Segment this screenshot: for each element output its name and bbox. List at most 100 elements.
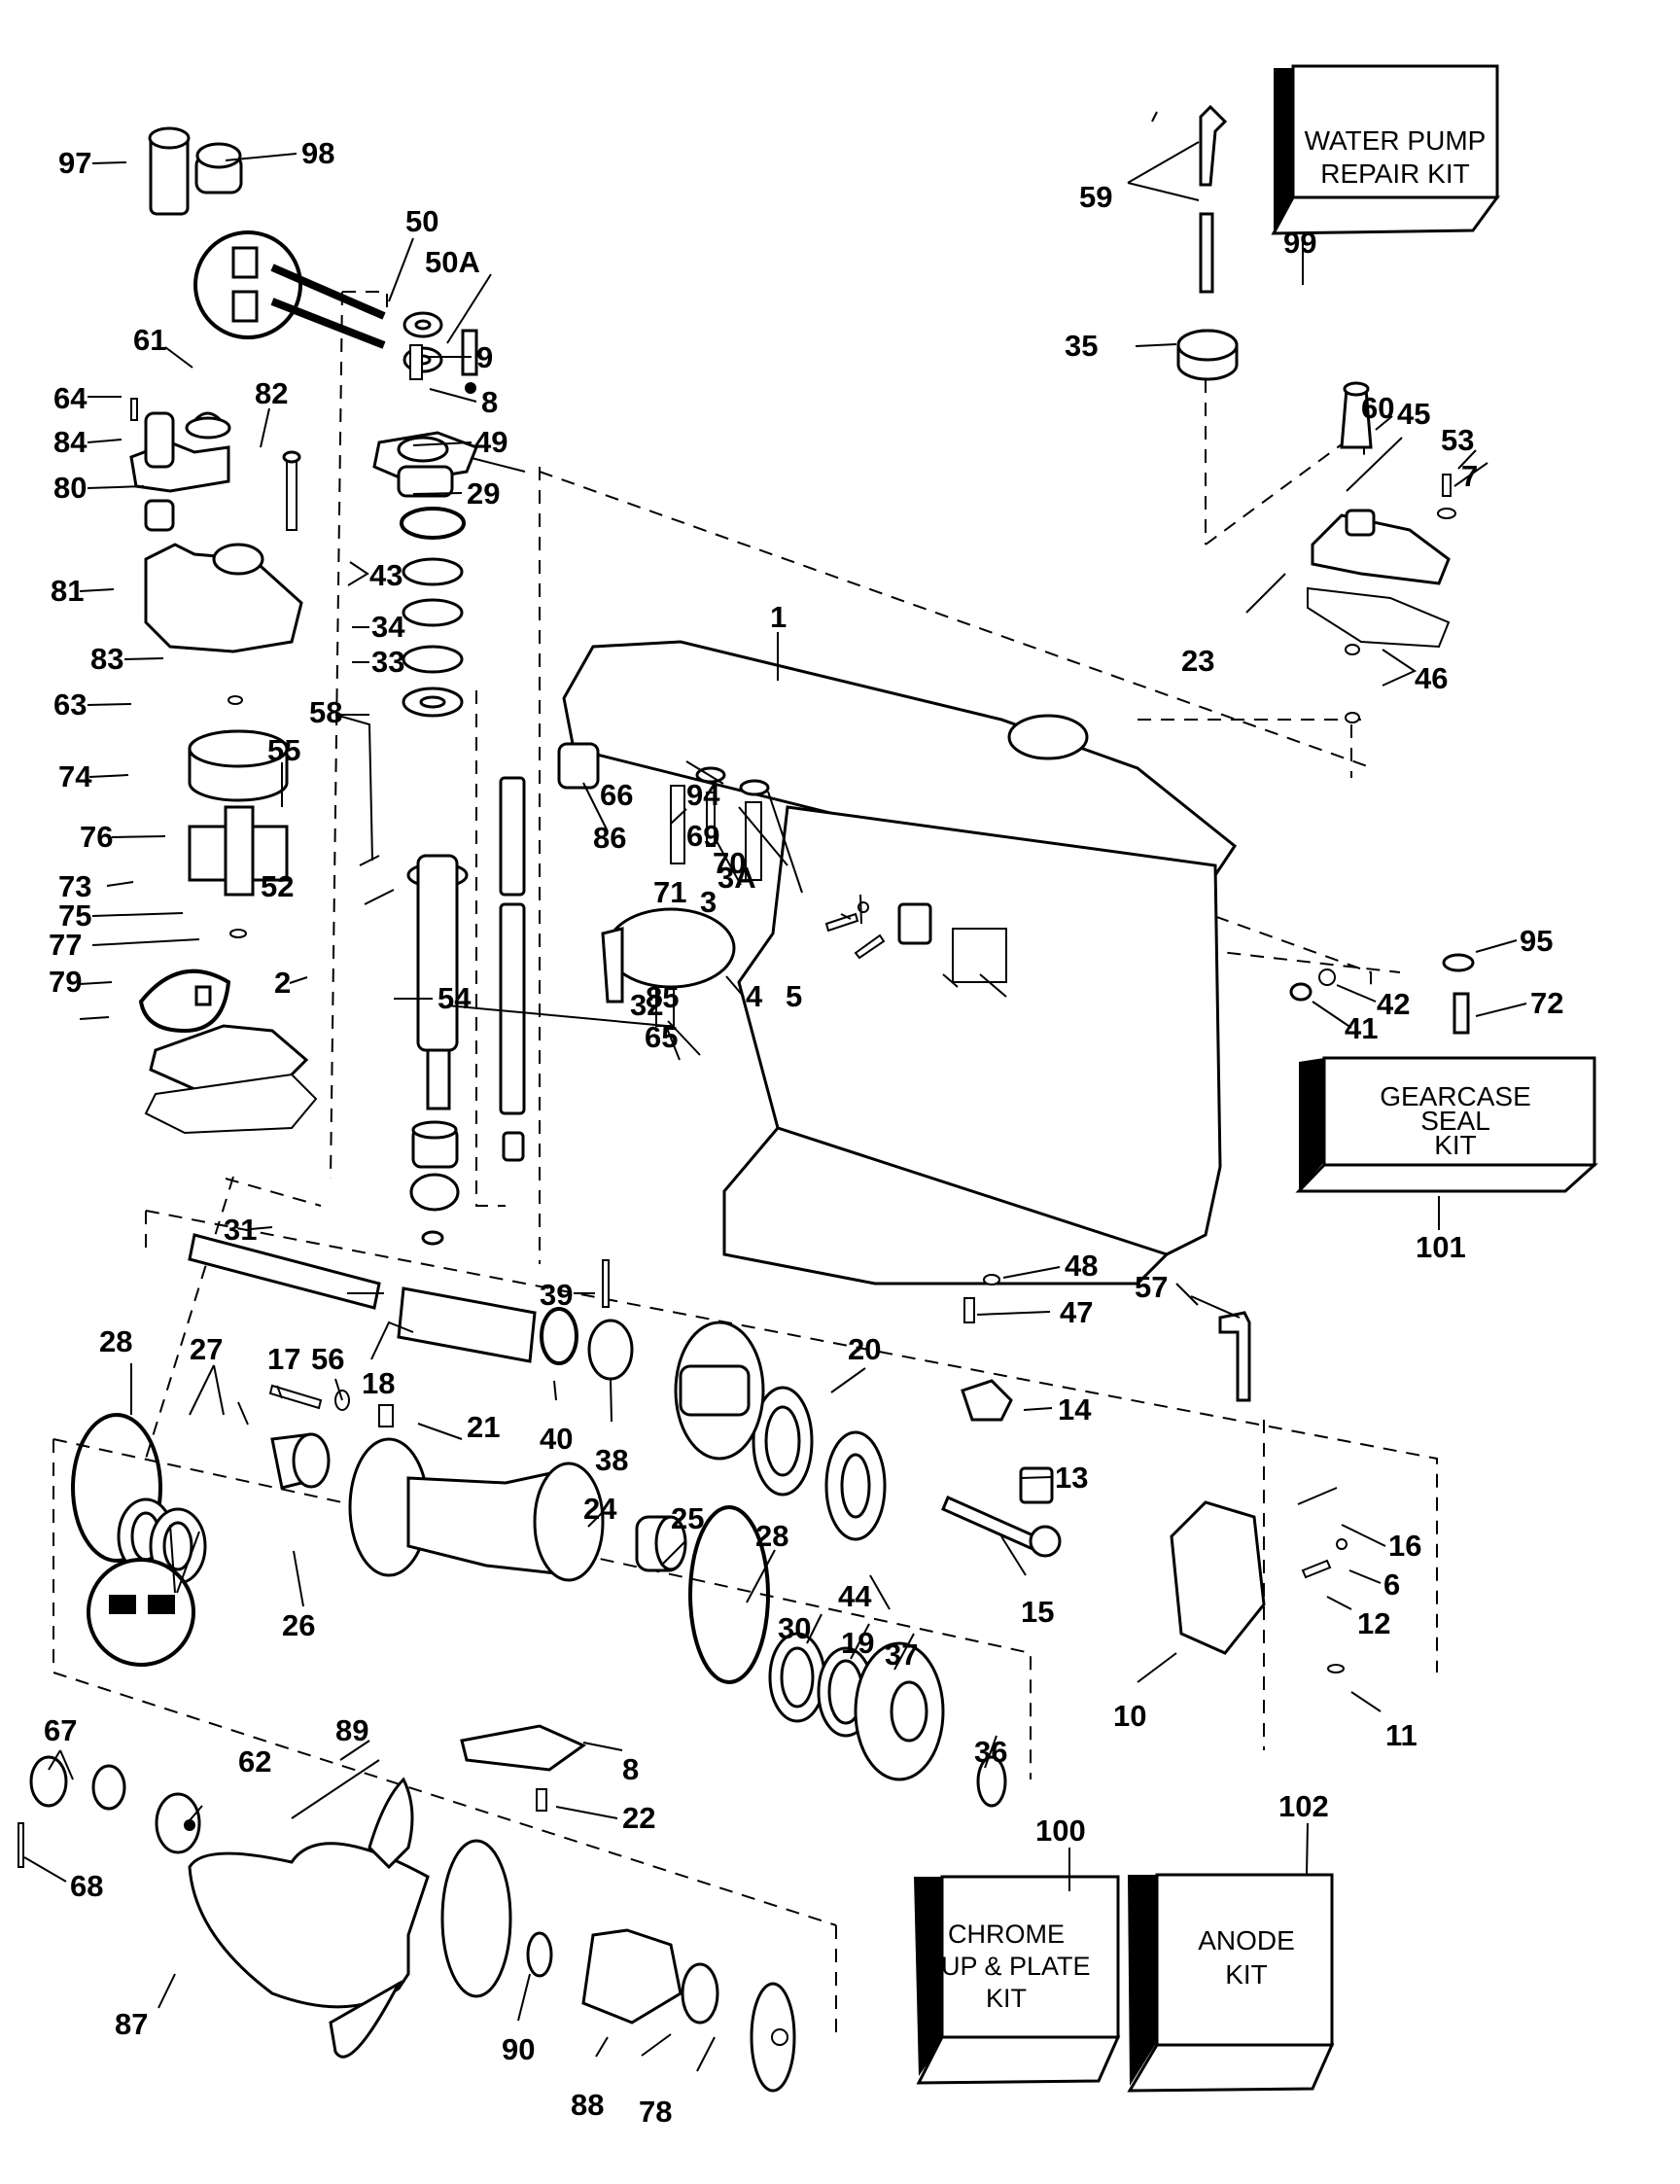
label-21: 21 xyxy=(467,1410,500,1444)
label-44: 44 xyxy=(838,1579,872,1613)
part-21-clip xyxy=(378,1404,394,1427)
label-29: 29 xyxy=(467,476,500,511)
part-25-bearing xyxy=(635,1515,687,1572)
label-23: 23 xyxy=(1181,644,1214,678)
label-45: 45 xyxy=(1397,397,1430,431)
label-15: 15 xyxy=(1021,1595,1054,1629)
part-76-oring xyxy=(229,929,247,938)
label-34: 34 xyxy=(371,610,405,644)
label-39: 39 xyxy=(540,1278,573,1312)
kit-99-line-1: WATER PUMP xyxy=(1305,125,1487,156)
part-62-thrust-washer xyxy=(155,1792,201,1854)
part-97-liner xyxy=(148,126,191,216)
seal-detail-circle-lower xyxy=(87,1558,195,1667)
part-52-pinion-shaft xyxy=(406,854,469,1110)
kit-99-line-2: REPAIR KIT xyxy=(1320,159,1470,189)
label-59: 59 xyxy=(1079,180,1112,214)
label-40: 40 xyxy=(540,1422,573,1456)
label-12: 12 xyxy=(1357,1606,1390,1640)
seal-detail-circle xyxy=(193,230,386,349)
label-41: 41 xyxy=(1345,1011,1378,1045)
label-69: 69 xyxy=(686,819,719,853)
label-77: 77 xyxy=(49,928,82,962)
label-31: 31 xyxy=(224,1213,257,1247)
label-28-left: 28 xyxy=(99,1324,132,1358)
part-50-seal xyxy=(402,311,443,338)
part-labels: 97 98 50 50A 9 8 61 64 84 82 80 49 29 81… xyxy=(44,136,1563,2129)
label-5: 5 xyxy=(786,979,802,1013)
label-8-upper: 8 xyxy=(481,385,498,419)
label-18: 18 xyxy=(362,1366,395,1400)
part-54-bushing xyxy=(502,1131,525,1162)
part-30-washer xyxy=(768,1632,826,1723)
part-68-cotter-pin xyxy=(18,1822,24,1868)
label-58: 58 xyxy=(309,695,342,729)
part-44-thrust-washer xyxy=(824,1430,887,1541)
label-63: 63 xyxy=(53,687,87,722)
kit-101-gearcase-seal: GEARCASE SEAL KIT xyxy=(1295,1056,1598,1193)
part-63-impeller-cup xyxy=(188,729,289,802)
label-95: 95 xyxy=(1520,924,1553,958)
part-55-pin xyxy=(364,889,395,905)
label-36: 36 xyxy=(974,1735,1007,1769)
label-25: 25 xyxy=(671,1501,704,1535)
kit-102-line-1: ANODE xyxy=(1198,1925,1295,1955)
label-94: 94 xyxy=(686,778,720,812)
part-45-pump-housing xyxy=(1311,509,1451,585)
label-30: 30 xyxy=(778,1611,811,1645)
part-60-grommet xyxy=(1340,381,1373,449)
label-14: 14 xyxy=(1058,1392,1092,1427)
label-27: 27 xyxy=(190,1332,223,1366)
label-8-lower: 8 xyxy=(622,1752,639,1786)
part-79-gasket xyxy=(144,1073,318,1135)
part-29-oring xyxy=(400,507,466,540)
part-86-grommet xyxy=(557,742,600,790)
part-57-shift-lever xyxy=(1218,1311,1251,1402)
part-61-cap xyxy=(185,411,231,440)
part-75-key xyxy=(194,985,212,1006)
kit-101-line-3: KIT xyxy=(1434,1130,1477,1160)
label-2: 2 xyxy=(274,966,291,1000)
part-90-spacer xyxy=(526,1931,553,1978)
label-82: 82 xyxy=(255,376,288,410)
part-83-oring xyxy=(228,695,243,705)
part-88-hub xyxy=(581,1928,719,2025)
label-6: 6 xyxy=(1383,1568,1400,1602)
part-87-propeller xyxy=(188,1777,512,2059)
label-90: 90 xyxy=(502,2032,535,2066)
part-64-pin xyxy=(130,398,138,421)
label-98: 98 xyxy=(301,136,334,170)
part-89-cup xyxy=(291,1759,380,1819)
label-53: 53 xyxy=(1441,423,1474,457)
label-26: 26 xyxy=(282,1608,315,1642)
label-100: 100 xyxy=(1035,1814,1086,1848)
label-17: 17 xyxy=(267,1342,300,1376)
label-20: 20 xyxy=(848,1332,881,1366)
label-47: 47 xyxy=(1060,1295,1093,1329)
part-28-oring-left xyxy=(71,1413,162,1563)
part-12-spring xyxy=(1301,1559,1332,1579)
part-35-grommet xyxy=(1176,329,1239,381)
label-32: 32 xyxy=(630,988,663,1022)
part-1-gearcase xyxy=(562,640,1238,1286)
label-72: 72 xyxy=(1530,986,1563,1020)
part-47-screw xyxy=(963,1297,975,1323)
part-8-washer xyxy=(465,382,476,394)
part-82-screw xyxy=(282,450,301,531)
label-33: 33 xyxy=(371,645,404,679)
label-50: 50 xyxy=(405,204,438,238)
label-9: 9 xyxy=(476,340,493,374)
label-101: 101 xyxy=(1416,1230,1466,1264)
label-22: 22 xyxy=(622,1801,655,1835)
part-42-washer xyxy=(1318,969,1336,986)
label-60: 60 xyxy=(1361,391,1394,425)
part-22-screw xyxy=(536,1788,547,1812)
part-40-spring xyxy=(540,1307,578,1365)
part-38-clutch-dog xyxy=(587,1319,634,1381)
label-55: 55 xyxy=(267,733,300,767)
part-77-plate xyxy=(149,1024,309,1091)
label-48: 48 xyxy=(1065,1249,1098,1283)
part-71-screw xyxy=(706,792,716,847)
label-64: 64 xyxy=(53,381,88,415)
